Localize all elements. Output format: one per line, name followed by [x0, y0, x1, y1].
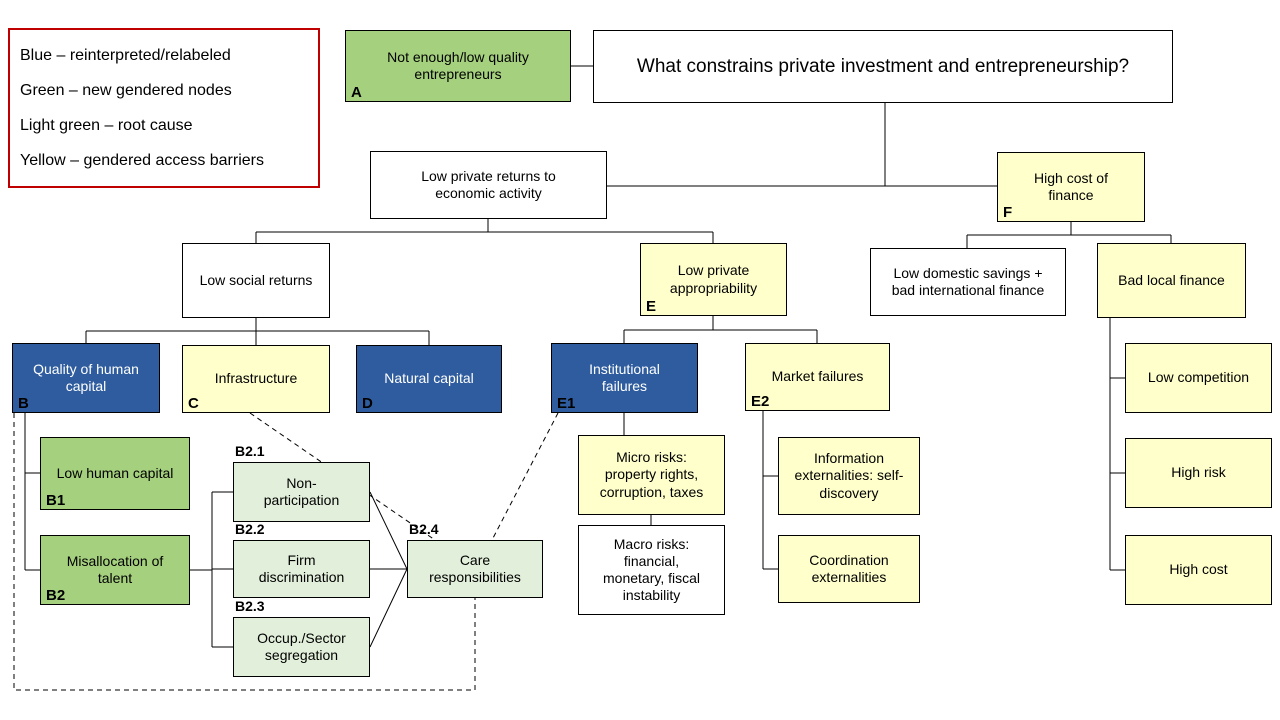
- node-text: High cost of finance: [1034, 169, 1108, 203]
- node-text: Firm discrimination: [258, 551, 345, 585]
- node-misallocation-of-talent: B2 Misallocation of talent: [40, 535, 190, 605]
- node-tag-f: F: [1003, 204, 1013, 221]
- node-tag-e1: E1: [557, 395, 576, 412]
- node-root-question: What constrains private investment and e…: [593, 30, 1173, 103]
- node-text: Institutional failures: [589, 360, 660, 394]
- node-low-human-capital: B1 Low human capital: [40, 437, 190, 510]
- legend-box: Blue – reinterpreted/relabeled Green – n…: [8, 28, 320, 188]
- node-text: Natural capital: [384, 370, 474, 387]
- node-text: Market failures: [771, 368, 864, 385]
- node-text: Not enough/low quality entrepreneurs: [387, 48, 529, 82]
- legend-item-green: Green – new gendered nodes: [20, 81, 232, 99]
- node-tag-b: B: [18, 395, 29, 412]
- node-non-participation: Non- participation: [233, 462, 370, 522]
- node-text: Low domestic savings + bad international…: [891, 264, 1045, 298]
- node-tag-d: D: [362, 395, 373, 412]
- node-tag-e2: E2: [751, 393, 770, 410]
- node-low-domestic-savings: Low domestic savings + bad international…: [870, 248, 1066, 316]
- ext-tag-b2-4: B2.4: [409, 521, 439, 537]
- node-low-competition: Low competition: [1125, 343, 1272, 413]
- node-tag-a: A: [351, 84, 362, 101]
- node-text: Coordination externalities: [809, 551, 889, 585]
- node-micro-risks: Micro risks: property rights, corruption…: [578, 435, 725, 515]
- node-text: Low human capital: [56, 464, 174, 481]
- node-care-responsibilities: Care responsibilities: [407, 540, 543, 598]
- node-firm-discrimination: Firm discrimination: [233, 540, 370, 598]
- node-text: Occup./Sector segregation: [257, 629, 346, 663]
- node-text: Non- participation: [263, 474, 340, 508]
- legend-item-light-green: Light green – root cause: [20, 116, 193, 134]
- node-text: Quality of human capital: [33, 360, 139, 394]
- node-institutional-failures: E1 Institutional failures: [551, 343, 698, 413]
- node-occup-sector-segregation: Occup./Sector segregation: [233, 617, 370, 677]
- ext-tag-b2-1: B2.1: [235, 443, 265, 459]
- node-text: Low competition: [1147, 369, 1250, 386]
- node-tag-e: E: [646, 298, 657, 315]
- node-text: Low private appropriability: [669, 262, 758, 296]
- node-market-failures: E2 Market failures: [745, 343, 890, 411]
- node-low-private-returns: Low private returns to economic activity: [370, 151, 607, 219]
- node-text: Infrastructure: [214, 370, 298, 387]
- node-text: Macro risks: financial, monetary, fiscal…: [603, 535, 700, 604]
- ext-tag-b2-2: B2.2: [235, 521, 265, 537]
- node-quality-of-human-capital: B Quality of human capital: [12, 343, 160, 413]
- node-text: What constrains private investment and e…: [636, 55, 1130, 77]
- node-not-enough-entrepreneurs: A Not enough/low quality entrepreneurs: [345, 30, 571, 102]
- node-tag-b2: B2: [46, 587, 66, 604]
- node-low-private-appropriability: E Low private appropriability: [640, 243, 787, 316]
- node-text: Information externalities: self- discove…: [794, 450, 904, 501]
- node-text: Misallocation of talent: [66, 552, 164, 586]
- node-tag-b1: B1: [46, 492, 66, 509]
- node-tag-c: C: [188, 395, 199, 412]
- node-infrastructure: C Infrastructure: [182, 345, 330, 413]
- node-high-risk: High risk: [1125, 438, 1272, 508]
- node-text: Low private returns to economic activity: [421, 167, 556, 201]
- node-natural-capital: D Natural capital: [356, 345, 502, 413]
- node-high-cost: High cost: [1125, 535, 1272, 605]
- node-bad-local-finance: Bad local finance: [1097, 243, 1246, 318]
- node-text: Micro risks: property rights, corruption…: [599, 449, 704, 500]
- ext-tag-b2-3: B2.3: [235, 598, 265, 614]
- node-low-social-returns: Low social returns: [182, 243, 330, 318]
- node-information-externalities: Information externalities: self- discove…: [778, 437, 920, 515]
- node-macro-risks: Macro risks: financial, monetary, fiscal…: [578, 525, 725, 615]
- legend-item-yellow: Yellow – gendered access barriers: [20, 151, 264, 169]
- legend-item-blue: Blue – reinterpreted/relabeled: [20, 46, 231, 64]
- node-text: Care responsibilities: [429, 551, 521, 585]
- node-text: High cost: [1169, 561, 1228, 578]
- node-coordination-externalities: Coordination externalities: [778, 535, 920, 603]
- node-text: Bad local finance: [1118, 271, 1225, 288]
- node-text: Low social returns: [199, 271, 313, 288]
- node-text: High risk: [1171, 464, 1226, 481]
- node-high-cost-of-finance: F High cost of finance: [997, 152, 1145, 222]
